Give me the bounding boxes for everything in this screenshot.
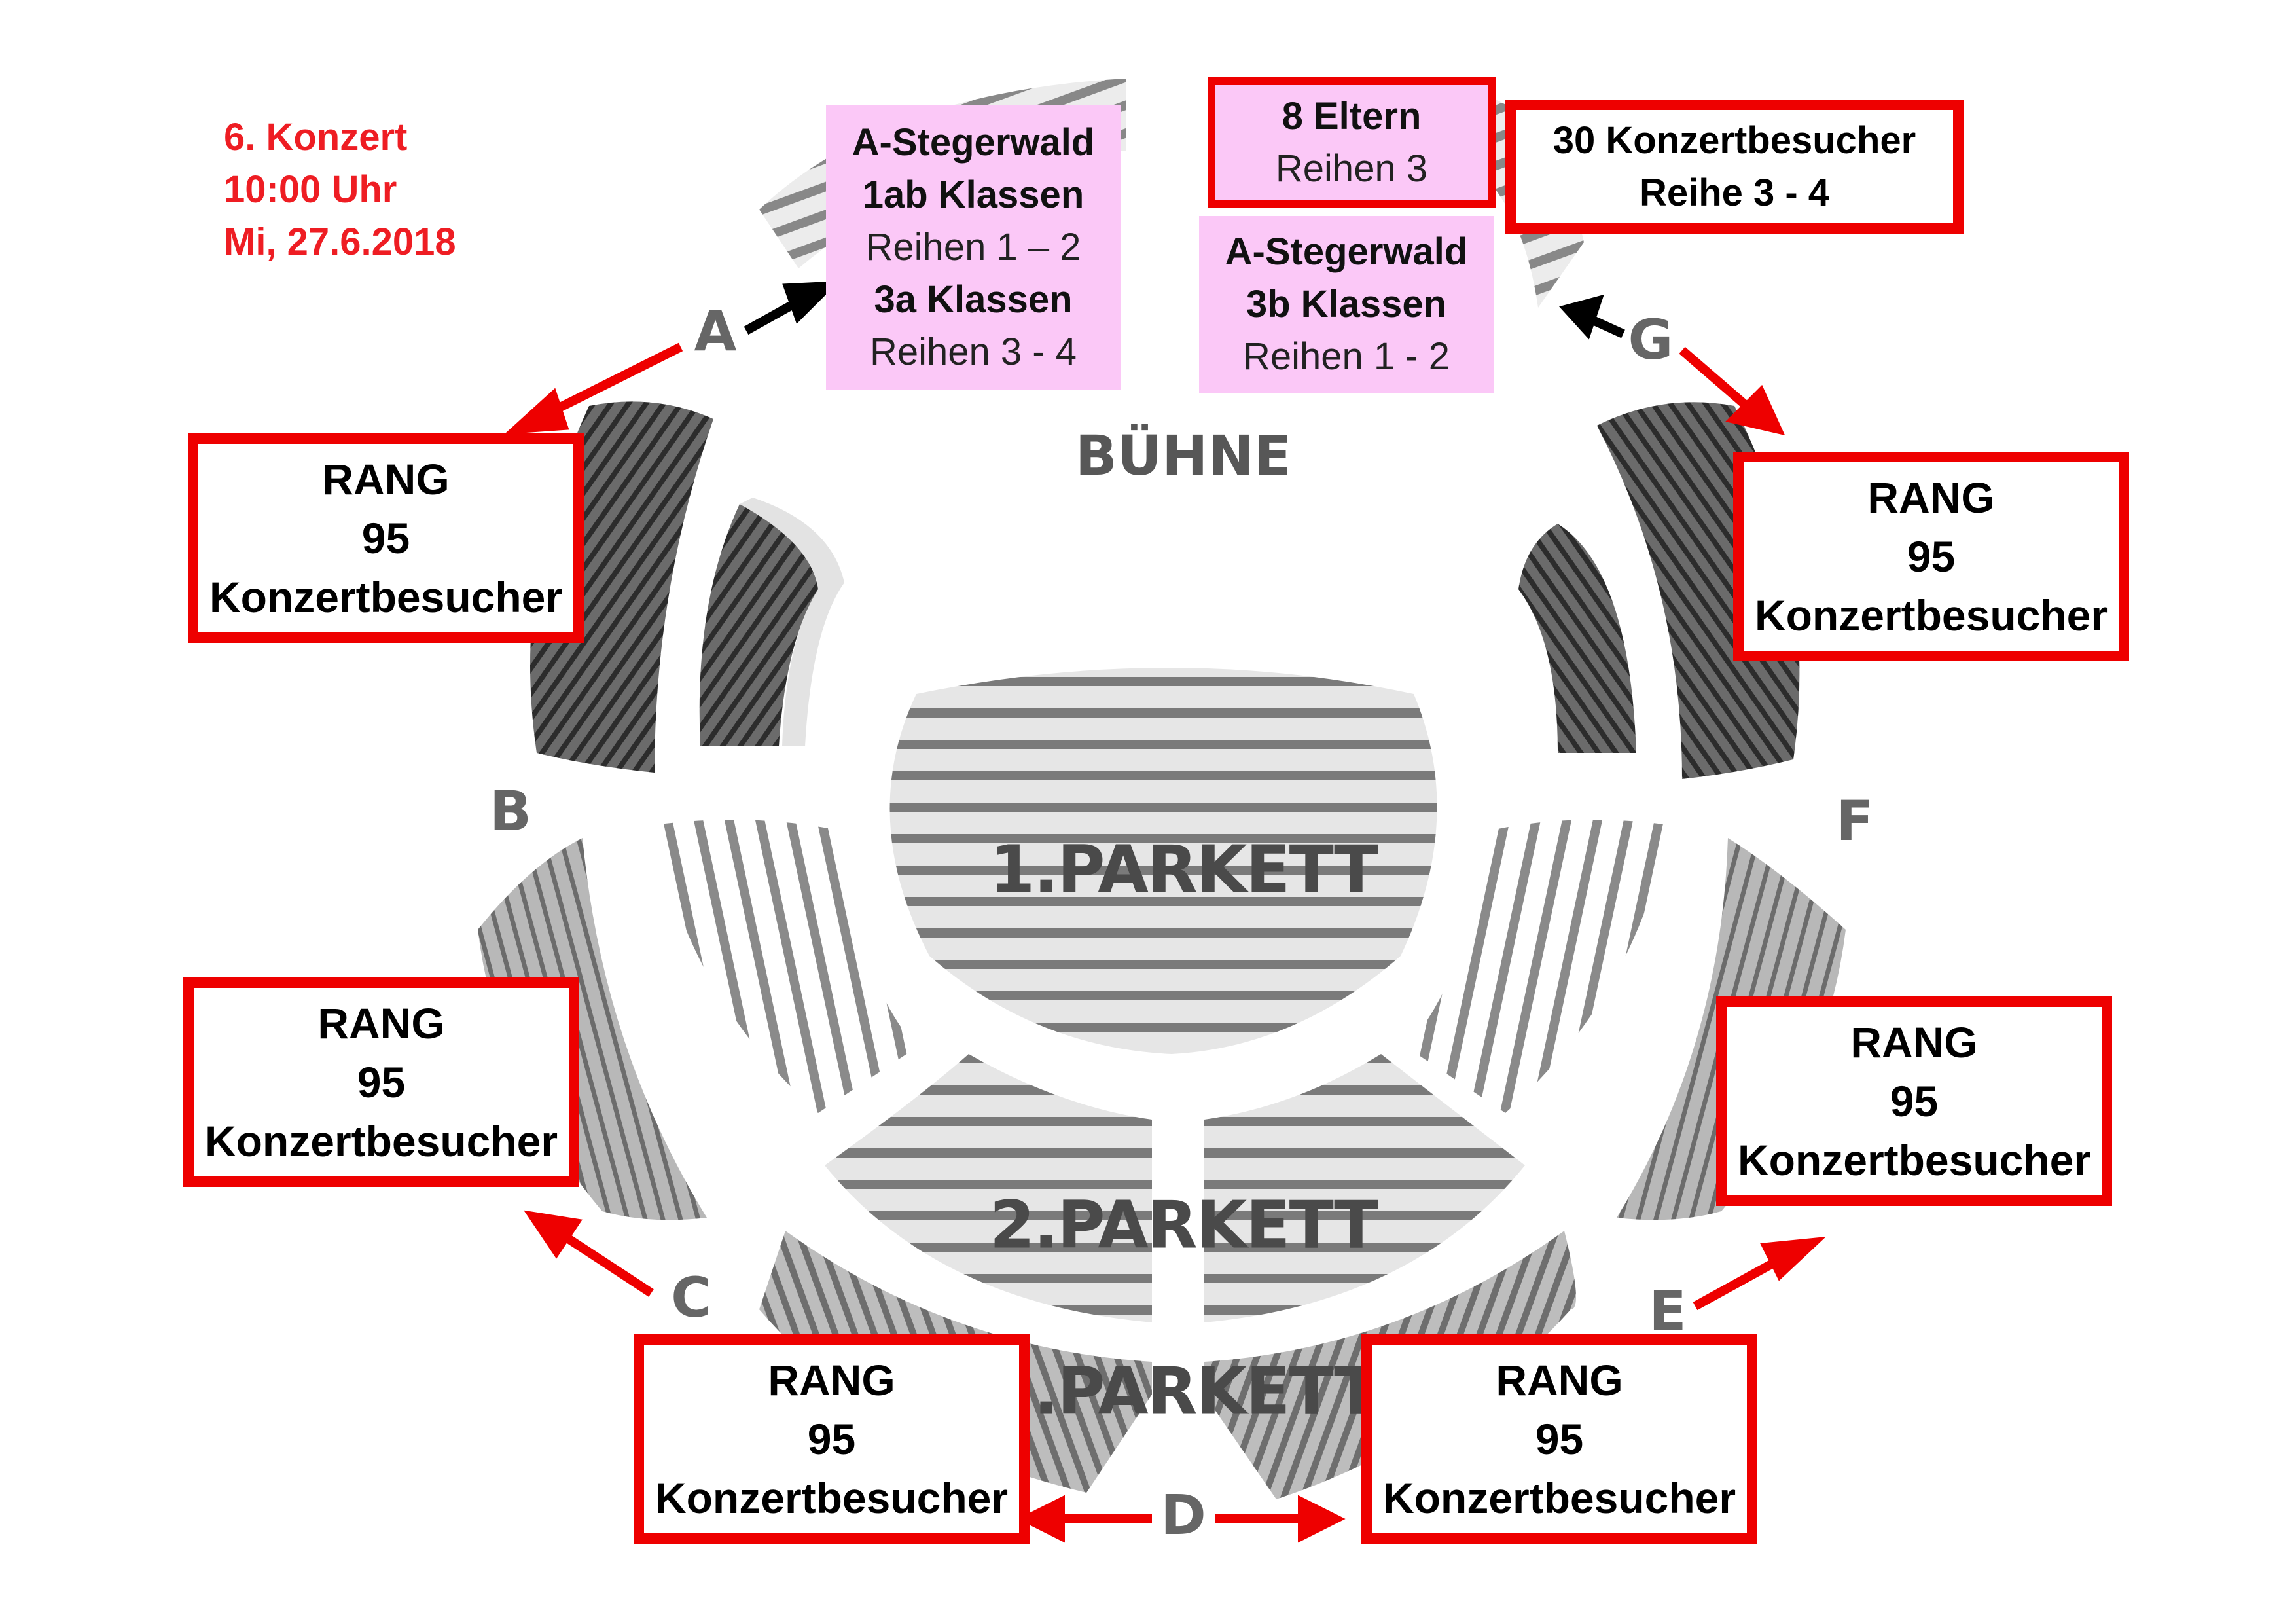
rang-visitors: Konzertbesucher: [1737, 1136, 2091, 1184]
rang-count: 95: [1907, 532, 1956, 581]
rang-label: RANG: [1850, 1018, 1978, 1067]
rang-box-d-left: RANG 95 Konzertbesucher: [634, 1334, 1030, 1544]
group-right-stage: A-Stegerwald 3b Klassen Reihen 1 - 2: [1199, 216, 1494, 393]
arrow-g-stage-head: [1559, 294, 1604, 340]
section-b-inner: [655, 820, 916, 1113]
section-letter-d: D: [1160, 1483, 1206, 1547]
section-letter-c: C: [671, 1266, 711, 1330]
group-right-school: A-Stegerwald: [1225, 230, 1468, 273]
rang-count: 95: [361, 514, 410, 562]
event-time: 10:00 Uhr: [224, 168, 397, 211]
rang-visitors: Konzertbesucher: [1382, 1474, 1736, 1522]
arrow-g-head: [1725, 384, 1785, 436]
parkett-1-label: 1.PARKETT: [990, 831, 1378, 907]
arrow-g-to-rang: [1679, 346, 1757, 416]
rang-count: 95: [1890, 1077, 1939, 1125]
parkett-3-label: 3.PARKETT: [990, 1353, 1378, 1429]
rang-box-bc: RANG 95 Konzertbesucher: [183, 977, 579, 1187]
arrow-d-left-head: [1017, 1495, 1065, 1543]
parkett-2-left: [825, 1054, 1152, 1322]
group-left-stage: A-Stegerwald 1ab Klassen Reihen 1 – 2 3a…: [826, 105, 1121, 390]
section-f-inner: [1407, 820, 1669, 1113]
arrows-red: [504, 342, 1826, 1543]
rang-label: RANG: [1867, 473, 1995, 522]
group-left-school: A-Stegerwald: [852, 120, 1095, 164]
arrow-d-right-head: [1298, 1495, 1346, 1543]
event-info: 6. Konzert 10:00 Uhr Mi, 27.6.2018: [224, 111, 456, 268]
rang-visitors: Konzertbesucher: [209, 573, 563, 621]
group-right-class-1: 3b Klassen: [1246, 283, 1447, 325]
group-parents-title: 8 Eltern: [1282, 95, 1422, 137]
rang-box-d-right: RANG 95 Konzertbesucher: [1361, 1334, 1757, 1544]
group-parents: 8 Eltern Reihen 3: [1208, 77, 1496, 208]
group-parents-rows: Reihen 3: [1275, 147, 1428, 190]
parkett-2-right: [1204, 1054, 1525, 1322]
rang-label: RANG: [317, 999, 445, 1048]
rang-visitors: Konzertbesucher: [655, 1474, 1009, 1522]
arrow-c-to-rang: [554, 1227, 654, 1297]
rang-count: 95: [1535, 1415, 1584, 1463]
group-visitors-top: 30 Konzertbesucher Reihe 3 - 4: [1505, 100, 1964, 234]
event-date: Mi, 27.6.2018: [224, 221, 456, 263]
arrow-c-head: [524, 1210, 583, 1259]
group-left-class-2: 3a Klassen: [874, 278, 1073, 321]
rang-label: RANG: [1496, 1356, 1623, 1404]
parkett-2-label: 2.PARKETT: [990, 1186, 1378, 1263]
rang-box-g: RANG 95 Konzertbesucher: [1733, 452, 2129, 661]
rang-box-ef: RANG 95 Konzertbesucher: [1716, 996, 2112, 1206]
event-title: 6. Konzert: [224, 116, 408, 158]
rang-visitors: Konzertbesucher: [1754, 591, 2108, 640]
group-left-class-1: 1ab Klassen: [862, 173, 1085, 216]
parkett-1: [889, 668, 1437, 1054]
section-b-outer: [478, 838, 707, 1220]
stage-label: BÜHNE: [1075, 424, 1291, 488]
balcony-right-inner: [1518, 524, 1636, 753]
rang-box-a: RANG 95 Konzertbesucher: [188, 433, 584, 643]
section-letter-b: B: [490, 779, 531, 843]
rang-label: RANG: [322, 455, 450, 503]
rang-visitors: Konzertbesucher: [204, 1117, 558, 1165]
rang-count: 95: [357, 1058, 406, 1106]
rang-count: 95: [807, 1415, 856, 1463]
section-letter-f: F: [1836, 789, 1873, 853]
group-right-rows-1: Reihen 1 - 2: [1243, 335, 1450, 378]
section-letter-g: G: [1628, 308, 1674, 372]
arrow-a-head: [504, 388, 569, 435]
balcony-left-inner-stripe: [740, 498, 844, 746]
visitors-top-rows: Reihe 3 - 4: [1639, 171, 1830, 214]
group-left-rows-2: Reihen 3 - 4: [870, 330, 1077, 373]
arrows-black: [744, 281, 1625, 340]
arrow-e-head: [1760, 1236, 1826, 1281]
balcony-left-inner: [699, 504, 818, 746]
section-letter-a: A: [694, 299, 736, 363]
group-left-rows-1: Reihen 1 – 2: [865, 225, 1081, 268]
visitors-top-title: 30 Konzertbesucher: [1552, 119, 1916, 162]
section-letter-e: E: [1649, 1279, 1686, 1343]
arrow-a-stage-head: [782, 281, 840, 324]
rang-label: RANG: [768, 1356, 895, 1404]
